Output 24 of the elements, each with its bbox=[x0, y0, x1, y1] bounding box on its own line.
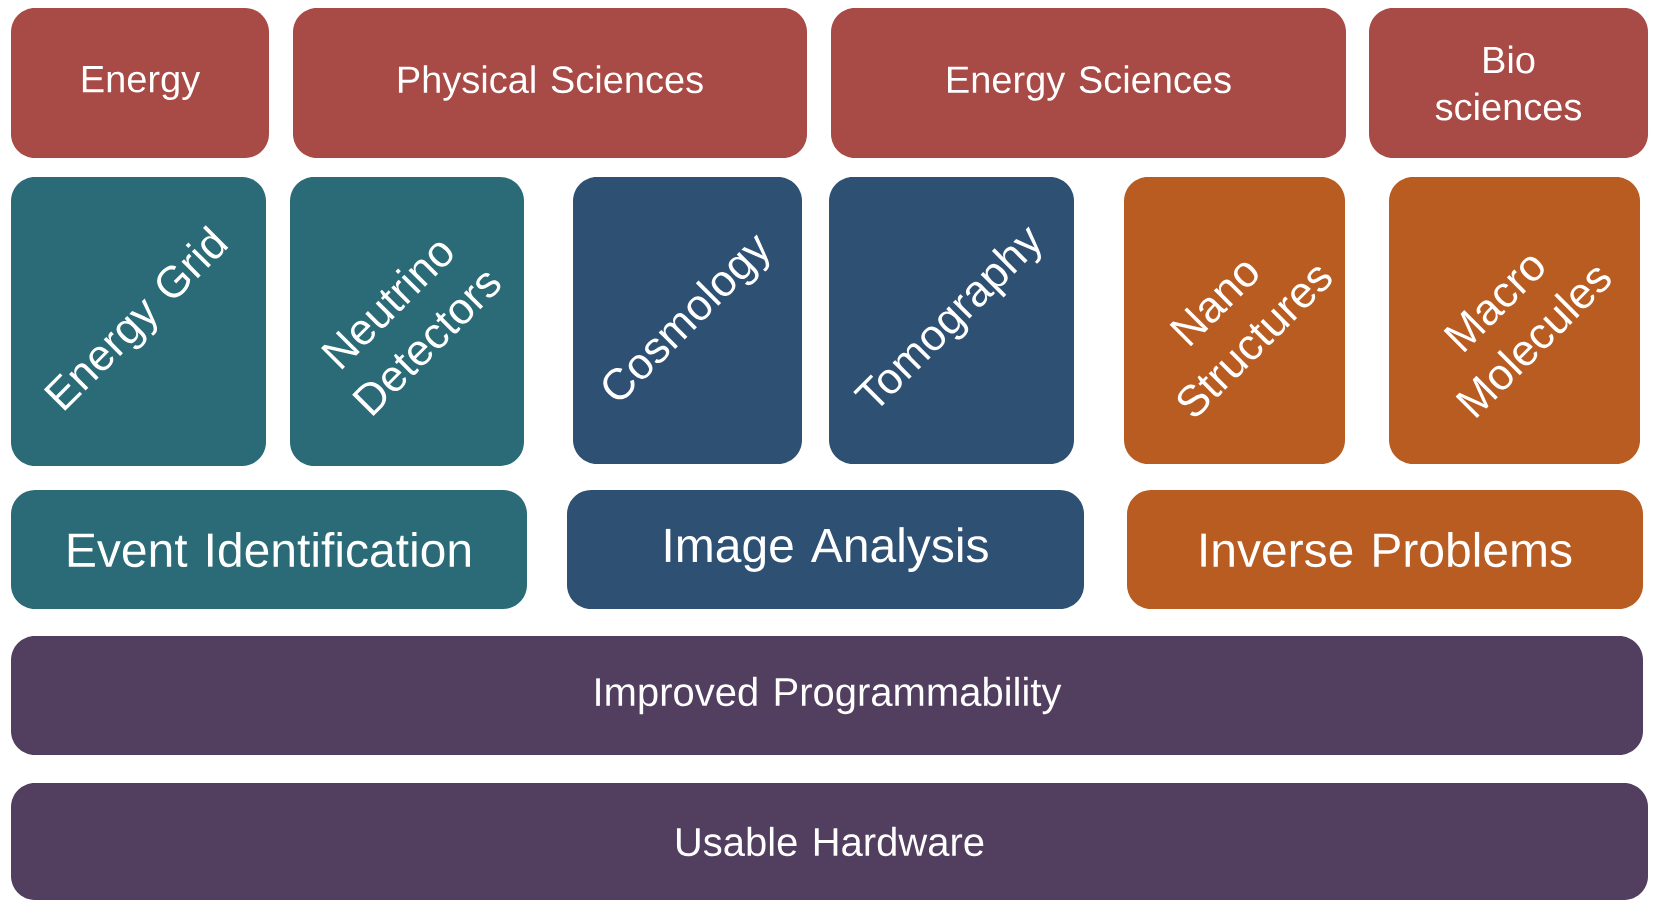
domain-box bbox=[1369, 8, 1648, 158]
application-box bbox=[829, 177, 1074, 464]
box-label: Usable Hardware bbox=[676, 826, 984, 857]
layer-band bbox=[11, 783, 1648, 900]
domain-box bbox=[11, 8, 269, 158]
application-box bbox=[1124, 177, 1345, 464]
method-box bbox=[11, 490, 527, 609]
application-box bbox=[11, 177, 266, 466]
box-label: Bio sciences bbox=[1435, 45, 1582, 121]
box-label: Energy bbox=[82, 66, 201, 100]
application-box bbox=[1389, 177, 1640, 464]
application-box bbox=[290, 177, 524, 466]
box-label: Improved Programmability bbox=[596, 676, 1062, 715]
box-label: Event Identification bbox=[68, 531, 470, 568]
layer-band bbox=[11, 636, 1643, 755]
box-label: Inverse Problems bbox=[1201, 531, 1572, 568]
box-label: Physical Sciences bbox=[398, 65, 703, 101]
method-box bbox=[567, 490, 1084, 609]
method-box bbox=[1127, 490, 1643, 609]
domain-box bbox=[831, 8, 1346, 158]
domain-box bbox=[293, 8, 807, 158]
application-box bbox=[573, 177, 802, 464]
box-label: Energy Sciences bbox=[948, 65, 1231, 101]
box-label: Image Analysis bbox=[665, 527, 988, 572]
